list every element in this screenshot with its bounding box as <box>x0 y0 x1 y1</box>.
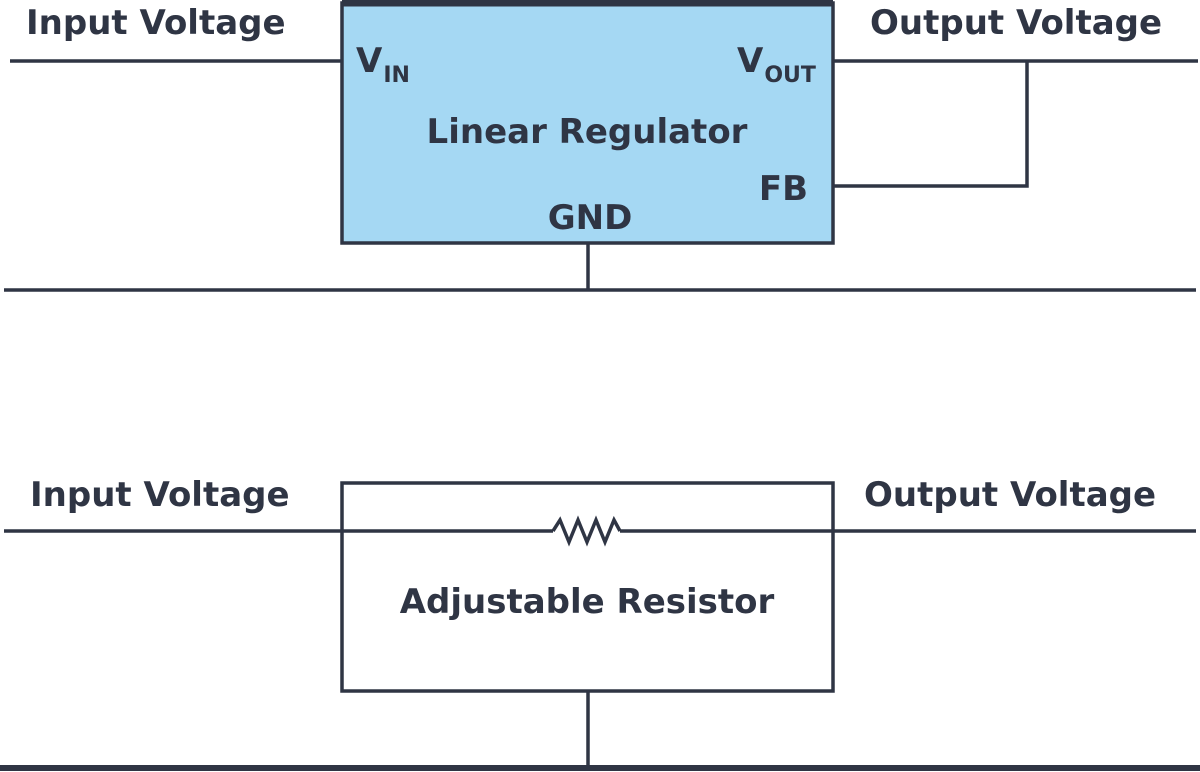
pin-vout-label: VOUT <box>737 41 816 88</box>
linear-regulator-circuit: Input Voltage Output Voltage VIN VOUT Li… <box>4 0 1198 292</box>
pin-gnd-label: GND <box>548 198 633 238</box>
top-output-voltage-label: Output Voltage <box>870 3 1162 43</box>
pin-vin-main: V <box>356 41 383 81</box>
bottom-input-voltage-label: Input Voltage <box>30 475 290 515</box>
resistor-zigzag-icon <box>551 515 622 547</box>
adjustable-resistor-block <box>340 481 835 693</box>
pin-vin-label: VIN <box>356 41 410 88</box>
top-input-voltage-label: Input Voltage <box>26 3 286 43</box>
pin-vout-main: V <box>737 41 764 81</box>
pin-vout-subscript: OUT <box>764 63 816 88</box>
linear-regulator-title: Linear Regulator <box>427 112 748 152</box>
bottom-output-voltage-label: Output Voltage <box>864 475 1156 515</box>
pin-vin-subscript: IN <box>383 63 410 88</box>
pin-fb-label: FB <box>759 169 808 209</box>
adjustable-resistor-circuit: Input Voltage Output Voltage Adjustable … <box>0 475 1200 771</box>
adjustable-resistor-title: Adjustable Resistor <box>400 582 775 622</box>
feedback-loop-wire <box>833 61 1029 188</box>
